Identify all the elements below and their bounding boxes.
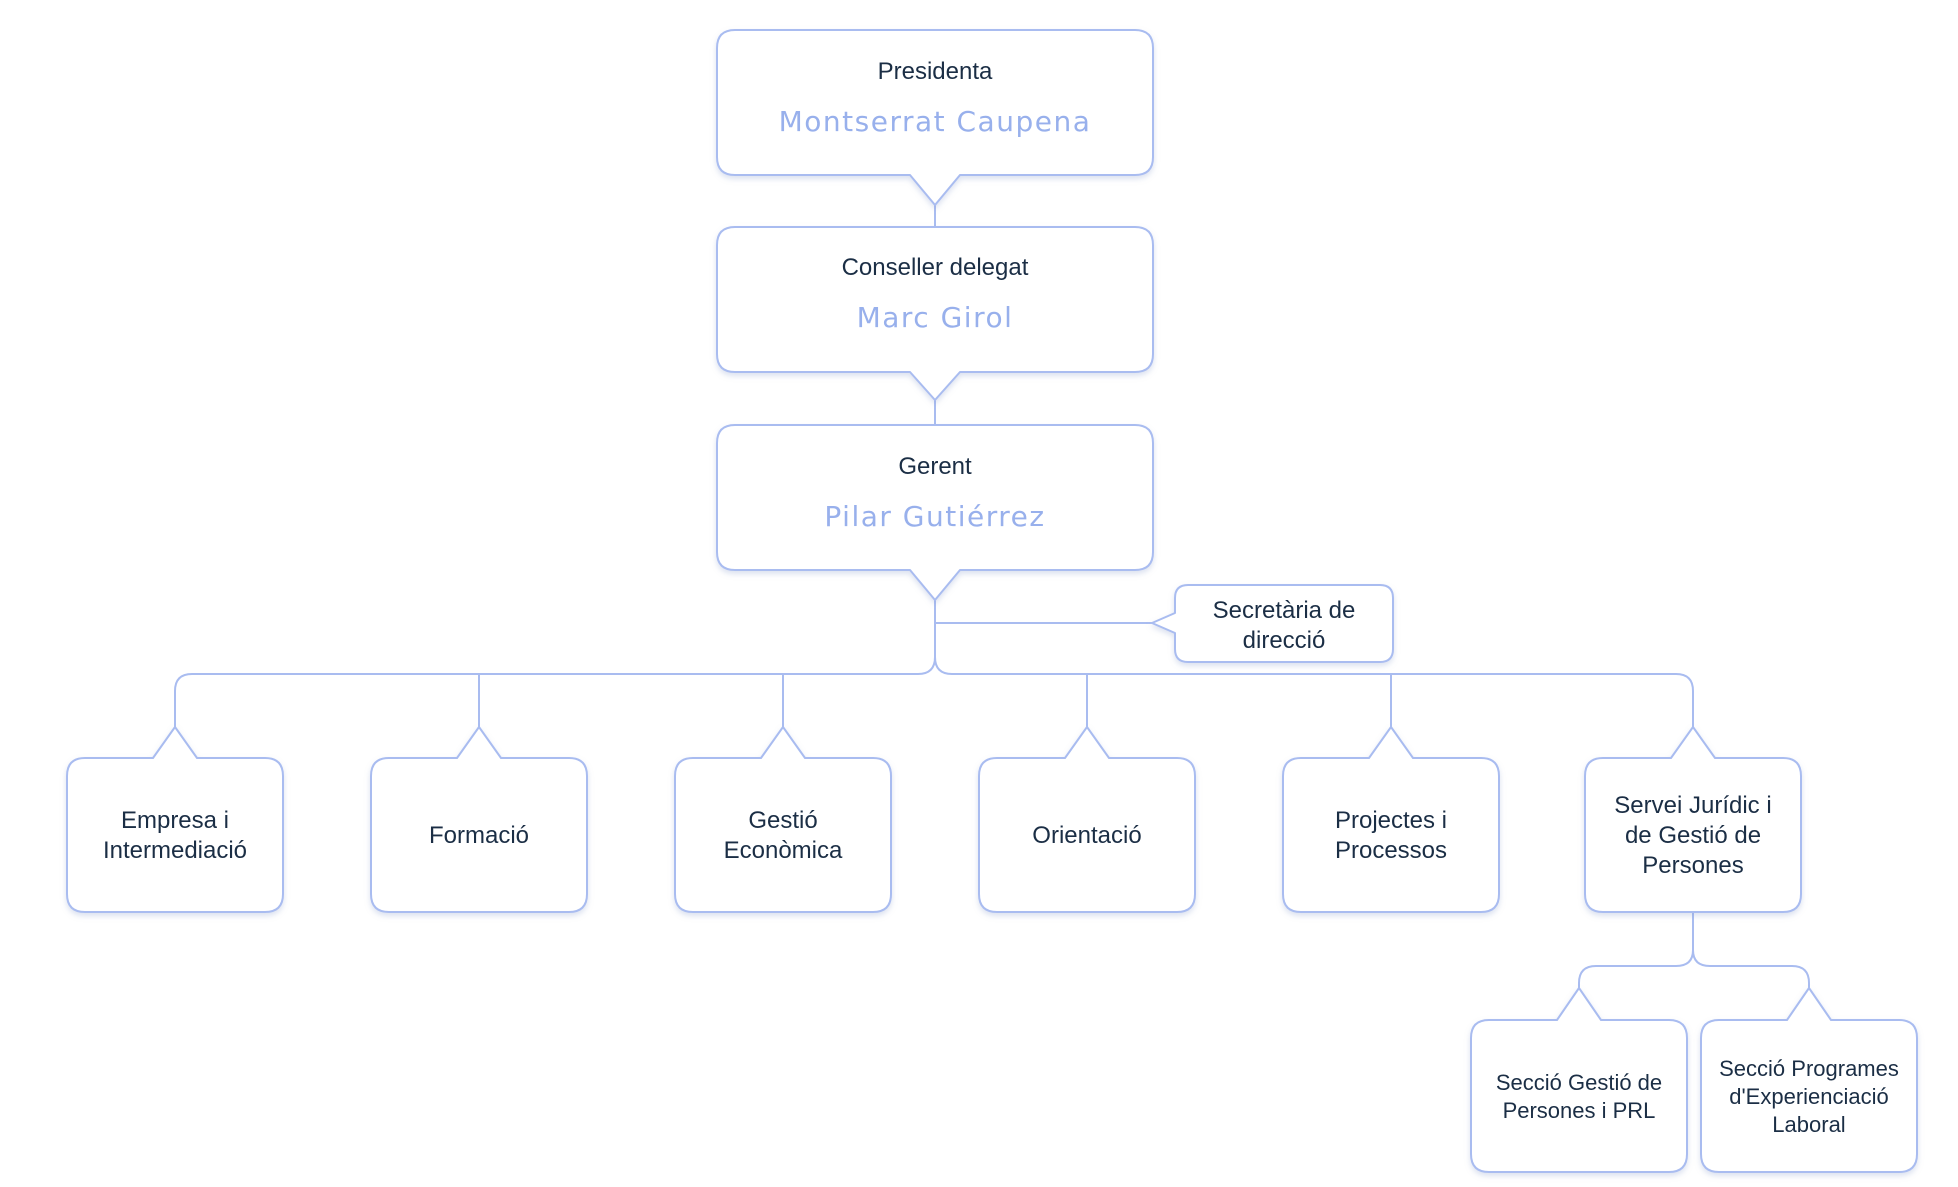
role-label: Presidenta bbox=[878, 58, 993, 85]
empresa-line-1: Empresa i bbox=[121, 807, 229, 834]
servei-juridic-line-1: Servei Jurídic i bbox=[1614, 792, 1771, 819]
box-shape bbox=[674, 726, 892, 913]
box-conseller: Conseller delegat Marc Girol bbox=[716, 226, 1154, 401]
box-servei-juridic: Servei Jurídic i de Gestió de Persones bbox=[1584, 726, 1802, 913]
servei-juridic-line-3: Persones bbox=[1642, 852, 1743, 879]
secretaria-line-1: Secretària de bbox=[1213, 597, 1356, 624]
box-empresa: Empresa i Intermediació bbox=[66, 726, 284, 913]
person-name: Montserrat Caupena bbox=[779, 105, 1092, 138]
seccio-programes-line-1: Secció Programes bbox=[1719, 1056, 1899, 1081]
leadership-boxes: Presidenta Montserrat Caupena Conseller … bbox=[716, 29, 1154, 601]
box-presidenta: Presidenta Montserrat Caupena bbox=[716, 29, 1154, 206]
seccio-persones-line-1: Secció Gestió de bbox=[1496, 1070, 1662, 1095]
projectes-line-2: Processos bbox=[1335, 837, 1447, 864]
section-boxes: Secció Gestió de Persones i PRL Secció Pro… bbox=[1470, 987, 1918, 1173]
box-seccio-persones: Secció Gestió de Persones i PRL bbox=[1470, 987, 1688, 1173]
seccio-persones-line-2: Persones i PRL bbox=[1503, 1098, 1656, 1123]
box-orientacio: Orientació bbox=[978, 726, 1196, 913]
gestio-economica-line-1: Gestió bbox=[748, 807, 817, 834]
box-shape bbox=[716, 226, 1154, 401]
box-shape bbox=[978, 726, 1196, 913]
box-shape bbox=[716, 29, 1154, 206]
seccio-programes-line-3: Laboral bbox=[1772, 1112, 1845, 1137]
servei-juridic-line-2: de Gestió de bbox=[1625, 822, 1761, 849]
box-shape bbox=[1151, 584, 1394, 663]
person-name: Marc Girol bbox=[857, 301, 1014, 334]
orientacio-line-1: Orientació bbox=[1032, 822, 1141, 849]
connectors bbox=[174, 204, 1810, 989]
box-gerent: Gerent Pilar Gutiérrez bbox=[716, 424, 1154, 601]
role-label: Gerent bbox=[898, 453, 972, 480]
box-shape bbox=[1282, 726, 1500, 913]
person-name: Pilar Gutiérrez bbox=[824, 500, 1045, 533]
box-shape bbox=[370, 726, 588, 913]
role-label: Conseller delegat bbox=[842, 254, 1029, 281]
box-shape bbox=[716, 424, 1154, 601]
box-formacio: Formació bbox=[370, 726, 588, 913]
gestio-economica-line-2: Econòmica bbox=[724, 837, 843, 864]
empresa-line-2: Intermediació bbox=[103, 837, 247, 864]
connector-department-bus bbox=[174, 656, 1694, 728]
box-shape bbox=[66, 726, 284, 913]
box-secretaria: Secretària de direcció bbox=[1151, 584, 1394, 663]
box-shape bbox=[1700, 987, 1918, 1173]
box-projectes: Projectes i Processos bbox=[1282, 726, 1500, 913]
box-shape bbox=[1584, 726, 1802, 913]
formacio-line-1: Formació bbox=[429, 822, 529, 849]
secretaria-line-2: direcció bbox=[1243, 627, 1326, 654]
projectes-line-1: Projectes i bbox=[1335, 807, 1447, 834]
seccio-programes-line-2: d'Experienciació bbox=[1729, 1084, 1889, 1109]
connector-sections-bus bbox=[1578, 912, 1810, 989]
box-shape bbox=[1470, 987, 1688, 1173]
department-boxes: Empresa i Intermediació Formació GestióEcon… bbox=[66, 726, 1802, 913]
